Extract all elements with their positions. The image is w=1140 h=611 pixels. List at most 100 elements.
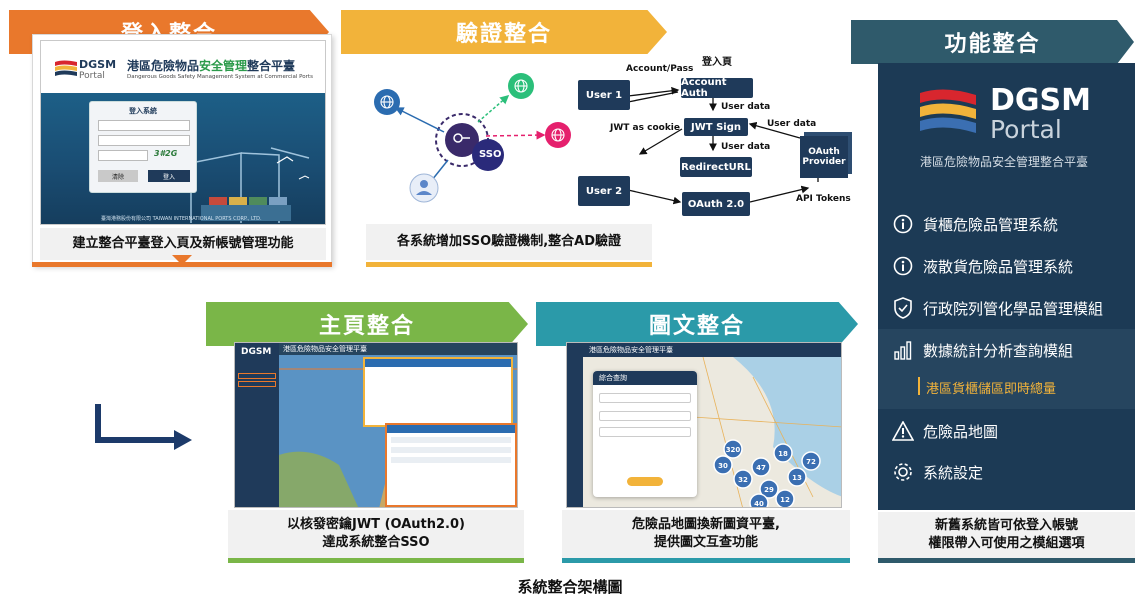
search-panel: 綜合查詢 — [593, 371, 697, 497]
user2-label: User 2 — [585, 185, 623, 197]
login-form-title: 登入系統 — [129, 107, 157, 115]
login-title-post: 整合平臺 — [247, 59, 296, 73]
menu-item-dg-map[interactable]: 危險品地圖 — [892, 418, 1128, 444]
menu-item-label: 危險品地圖 — [923, 422, 999, 441]
port-background: 登入系統 3#2G 清除 登入 臺灣港務股份有限公司 TAIWAN INTERN… — [41, 93, 325, 224]
oauth-provider-line1: OAuth — [808, 147, 840, 157]
info-icon — [892, 255, 914, 277]
login-caption: 建立整合平臺登入頁及新帳號管理功能 — [40, 228, 326, 260]
map-cluster-marker[interactable] — [733, 469, 753, 489]
captcha-image: 3#2G — [154, 149, 178, 158]
login-page-label: 登入頁 — [702, 57, 732, 68]
map-cluster-marker[interactable] — [801, 451, 821, 471]
bar-chart-icon — [892, 339, 914, 361]
user2-box: User 2 — [578, 176, 630, 206]
redirect-box: RedirectURL — [680, 157, 752, 177]
dgsm-logo-main: DGSM — [990, 83, 1091, 118]
login-button[interactable]: 登入 — [148, 170, 190, 182]
login-logo-text: DGSM — [79, 58, 117, 71]
redirect-label: RedirectURL — [681, 161, 751, 173]
map-cluster-marker[interactable] — [751, 457, 771, 477]
map-cluster-marker[interactable] — [723, 439, 743, 459]
password-input[interactable] — [98, 135, 190, 146]
dgsm-logo-icon — [55, 60, 77, 76]
menu-item-label: 行政院列管化學品管理模組 — [923, 299, 1104, 318]
map-cluster-label: 29 — [764, 486, 774, 494]
login-footer: 臺灣港務股份有限公司 TAIWAN INTERNATIONAL PORTS CO… — [101, 216, 262, 222]
map-cluster-label: 32 — [738, 476, 748, 484]
menu-item-settings[interactable]: 系統設定 — [892, 459, 1128, 485]
oauth-provider-box: OAuth Provider — [800, 136, 848, 178]
user1-box: User 1 — [578, 80, 630, 110]
figure-caption: 系統整合架構圖 — [517, 578, 623, 596]
oauth2-label: OAuth 2.0 — [687, 198, 745, 210]
map-cluster-marker[interactable] — [759, 479, 779, 499]
home-caption-line2: 達成系統整合SSO — [322, 535, 430, 550]
map-accent-bar — [562, 558, 850, 563]
home-banner-label: 主頁整合 — [318, 314, 415, 339]
map-cluster-marker[interactable] — [773, 443, 793, 463]
menu-item-chemicals[interactable]: 行政院列管化學品管理模組 — [892, 295, 1128, 321]
search-field[interactable] — [599, 393, 691, 403]
crane-illustration — [160, 147, 310, 223]
flow-arrow-icon — [95, 404, 192, 450]
login-form: 登入系統 3#2G 清除 登入 — [89, 101, 197, 193]
jwt-cookie-label: JWT as cookie — [610, 123, 680, 133]
map-cluster-marker[interactable] — [713, 455, 733, 475]
user-data-label-3: User data — [721, 142, 771, 152]
menu-item-container-dg[interactable]: 貨櫃危險品管理系統 — [892, 211, 1128, 237]
home-title: 港區危險物品安全管理平臺 — [283, 345, 367, 353]
map-cluster-label: 18 — [778, 450, 788, 458]
map-cluster-label: 30 — [718, 462, 728, 470]
captcha-input[interactable] — [98, 150, 148, 161]
search-field-2[interactable] — [599, 411, 691, 421]
oauth2-box: OAuth 2.0 — [682, 192, 750, 216]
clear-button[interactable]: 清除 — [98, 170, 138, 182]
menu-item-label: 系統設定 — [923, 463, 984, 482]
home-screenshot: DGSM 港區危險物品安全管理平臺 — [234, 342, 518, 508]
home-logo: DGSM — [241, 347, 272, 357]
search-panel-header: 綜合查詢 — [593, 371, 697, 385]
dgsm-logo-sub: Portal — [990, 115, 1062, 144]
submenu-item-container-yard[interactable]: 港區貨櫃儲區即時總量 — [926, 382, 1057, 397]
home-popup-2 — [385, 423, 517, 507]
search-field-3[interactable] — [599, 427, 691, 437]
login-title-pre: 港區危險物品 — [127, 59, 200, 73]
map-caption-line1: 危險品地圖換新圖資平臺, — [632, 517, 780, 532]
map-cluster-label: 40 — [754, 500, 764, 508]
api-tokens-label: API Tokens — [796, 194, 851, 204]
dgsm-portal-logo-icon — [920, 89, 976, 133]
map-cluster-marker[interactable] — [787, 467, 807, 487]
search-button[interactable] — [627, 477, 663, 486]
map-cluster-marker[interactable] — [749, 493, 769, 508]
dgsm-tagline: 港區危險物品安全管理整合平臺 — [920, 155, 1089, 169]
jwt-sign-box: JWT Sign — [684, 118, 748, 136]
map-caption-line2: 提供圖文互查功能 — [653, 535, 758, 550]
login-header: DGSM Portal 港區危險物品安全管理整合平臺 Dangerous Goo… — [41, 41, 325, 93]
user-data-label-1: User data — [721, 102, 771, 112]
map-cluster-marker[interactable] — [775, 489, 795, 508]
function-caption-line1: 新舊系統皆可依登入帳號 — [934, 518, 1078, 533]
login-button-label: 登入 — [162, 173, 175, 181]
submenu-marker — [918, 377, 920, 395]
menu-item-label: 數據統計分析查詢模組 — [923, 341, 1074, 360]
search-panel-title: 綜合查詢 — [599, 374, 627, 382]
home-accent-bar — [228, 558, 524, 563]
account-pass-label: Account/Pass — [626, 64, 694, 74]
map-cluster-label: 47 — [756, 464, 766, 472]
menu-item-statistics[interactable]: 數據統計分析查詢模組 — [892, 337, 1128, 363]
login-logo-sub: Portal — [79, 71, 105, 81]
sso-network-graphic — [374, 73, 819, 205]
menu-item-label: 液散貨危險品管理系統 — [923, 257, 1074, 276]
function-banner-label: 功能整合 — [944, 32, 1041, 57]
home-banner: 主頁整合 — [206, 302, 528, 346]
map-banner-label: 圖文整合 — [648, 314, 745, 339]
home-sidebar: DGSM — [235, 343, 279, 507]
menu-item-liquid-bulk-dg[interactable]: 液散貨危險品管理系統 — [892, 253, 1128, 279]
map-cluster-label: 72 — [806, 458, 816, 466]
clear-button-label: 清除 — [111, 173, 124, 181]
username-input[interactable] — [98, 120, 190, 131]
function-banner: 功能整合 — [851, 20, 1134, 64]
dgsm-portal-menu: DGSM Portal 港區危險物品安全管理整合平臺 貨櫃危險品管理系統 液散貨… — [878, 63, 1135, 510]
